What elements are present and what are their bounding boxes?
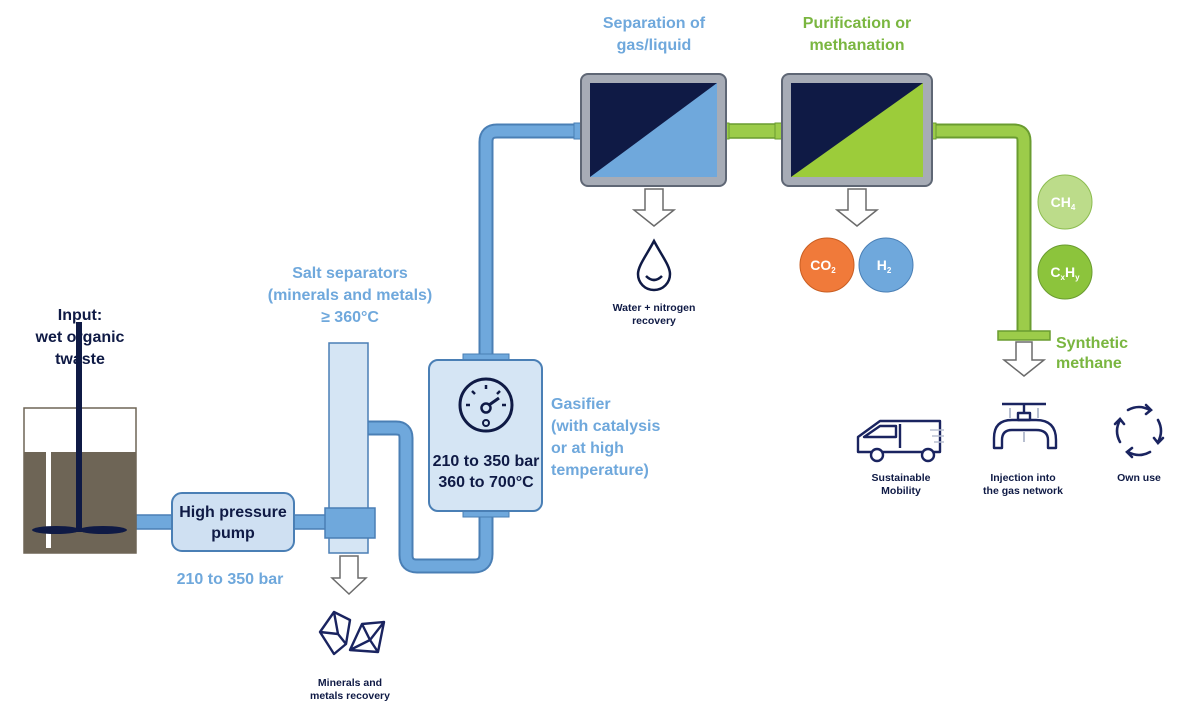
- input-label-line3: twaste: [55, 351, 105, 368]
- gasifier-label-line2: (with catalysis: [551, 418, 660, 435]
- pipe-separation-to-purification: [725, 123, 783, 139]
- tap-fade-lines: [1009, 408, 1039, 442]
- pipe-purification-to-output: [932, 123, 1032, 335]
- separation-label-line1: Separation of: [603, 15, 706, 32]
- cxhy-bubble: CxHy: [1037, 244, 1093, 300]
- own-use-label: Own use: [1117, 472, 1161, 484]
- pump-pressure: 210 to 350 bar: [177, 571, 284, 588]
- salt-separators-line1: Salt separators: [292, 265, 408, 282]
- svg-text:CH4: CH4: [1051, 194, 1076, 212]
- synthetic-methane-line2: methane: [1056, 355, 1122, 372]
- salt-separators-line2: (minerals and metals): [268, 287, 433, 304]
- separation-label-line2: gas/liquid: [617, 37, 692, 54]
- water-recovery-line2: recovery: [632, 315, 676, 327]
- minerals-icon: [318, 610, 386, 656]
- injection-label-line1: Injection into: [990, 472, 1055, 484]
- mobility-label-line2: Mobility: [881, 485, 921, 497]
- svg-text:H2: H2: [877, 257, 892, 275]
- down-arrow-icon: [834, 188, 880, 227]
- svg-text:CO2: CO2: [810, 257, 836, 275]
- separation-tank: Separation of gas/liquid: [573, 15, 730, 227]
- mobility-label-line1: Sustainable: [872, 472, 931, 484]
- pipes: [135, 123, 1051, 574]
- synthetic-methane-output: Synthetic methane: [1001, 335, 1128, 377]
- co2-label: CO: [810, 257, 831, 273]
- water-recovery-line1: Water + nitrogen: [613, 302, 696, 314]
- pipe-tank-to-pump: [135, 514, 177, 530]
- salt-separator: Salt separators (minerals and metals) ≥ …: [268, 265, 433, 596]
- input-tank: Input: wet organic twaste: [23, 307, 137, 554]
- gasifier-label-line1: Gasifier: [551, 396, 611, 413]
- co2-bubble: CO2: [799, 237, 855, 293]
- high-pressure-pump: High pressure pump 210 to 350 bar: [171, 492, 295, 588]
- salt-separators-line3: ≥ 360°C: [321, 309, 379, 326]
- gasifier-temperature: 360 to 700°C: [438, 474, 534, 491]
- gasifier-label-line4: temperature): [551, 462, 649, 479]
- pressure-gauge-icon: [458, 377, 514, 433]
- h2-label: H: [877, 257, 887, 273]
- co2-subscript: 2: [831, 266, 836, 275]
- ch4-subscript: 4: [1071, 203, 1076, 212]
- van-speed-lines: [930, 429, 944, 443]
- svg-text:CxHy: CxHy: [1050, 264, 1080, 282]
- purification-tank: Purification or methanation: [774, 15, 937, 227]
- injection-label-line2: the gas network: [983, 485, 1063, 497]
- purification-label-line1: Purification or: [803, 15, 911, 32]
- water-drop-icon: [636, 238, 672, 292]
- synthetic-methane-line1: Synthetic: [1056, 335, 1128, 352]
- gas-tap-icon: [992, 402, 1058, 450]
- input-label-line1: Input:: [58, 307, 102, 324]
- van-icon: [856, 419, 942, 463]
- ch4-bubble: CH4: [1037, 174, 1093, 230]
- cxhy-y: y: [1075, 273, 1080, 282]
- down-arrow-icon: [330, 555, 368, 596]
- minerals-recovery-line1: Minerals and: [318, 677, 382, 689]
- input-label-line2: wet organic: [35, 329, 125, 346]
- down-arrow-icon: [1001, 341, 1047, 377]
- pump-label-line2: pump: [211, 525, 255, 542]
- cxhy-h: H: [1065, 264, 1075, 280]
- cxhy-x: x: [1061, 273, 1066, 282]
- pipe-gasifier-to-separation: [478, 123, 577, 357]
- gasifier: 210 to 350 bar 360 to 700°C Gasifier (wi…: [428, 353, 660, 518]
- down-arrow-icon: [631, 188, 677, 227]
- ch4-label: CH: [1051, 194, 1071, 210]
- cxhy-c: C: [1050, 264, 1060, 280]
- gasifier-label-line3: or at high: [551, 440, 624, 457]
- gasifier-pressure: 210 to 350 bar: [433, 453, 540, 470]
- minerals-recovery-line2: metals recovery: [310, 690, 390, 702]
- purification-label-line2: methanation: [809, 37, 904, 54]
- pump-label-line1: High pressure: [179, 504, 287, 521]
- recycle-icon: [1113, 403, 1165, 459]
- h2-bubble: H2: [858, 237, 914, 293]
- h2-subscript: 2: [887, 266, 892, 275]
